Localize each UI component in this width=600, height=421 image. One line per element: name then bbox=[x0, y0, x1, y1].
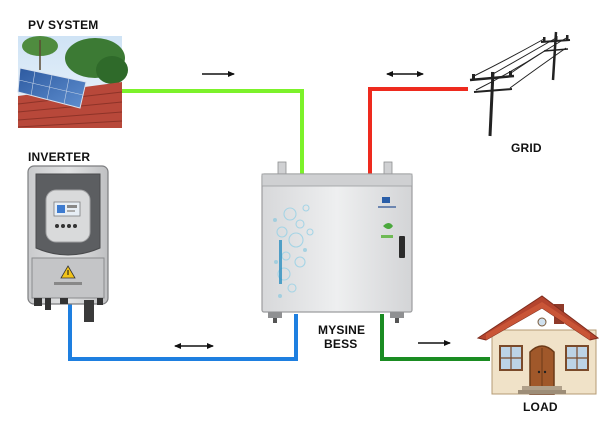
pv-system-label: PV SYSTEM bbox=[28, 18, 99, 32]
grid-connection-line bbox=[368, 87, 468, 176]
inverter-label: INVERTER bbox=[28, 150, 91, 164]
bess-label-line2: BESS bbox=[324, 337, 358, 351]
bess-label-line1: MYSINE bbox=[318, 323, 366, 337]
pv-connection-line bbox=[120, 89, 304, 176]
bess-cabinet-image bbox=[261, 161, 413, 323]
load-connection-line bbox=[380, 314, 490, 361]
grid-power-pole-image bbox=[469, 31, 571, 137]
pv-system-image bbox=[17, 36, 128, 128]
inverter-connection-line bbox=[68, 303, 298, 361]
inverter-image bbox=[27, 165, 109, 322]
grid-label: GRID bbox=[511, 141, 542, 155]
load-label: LOAD bbox=[523, 400, 558, 414]
house-load-image bbox=[476, 295, 600, 395]
